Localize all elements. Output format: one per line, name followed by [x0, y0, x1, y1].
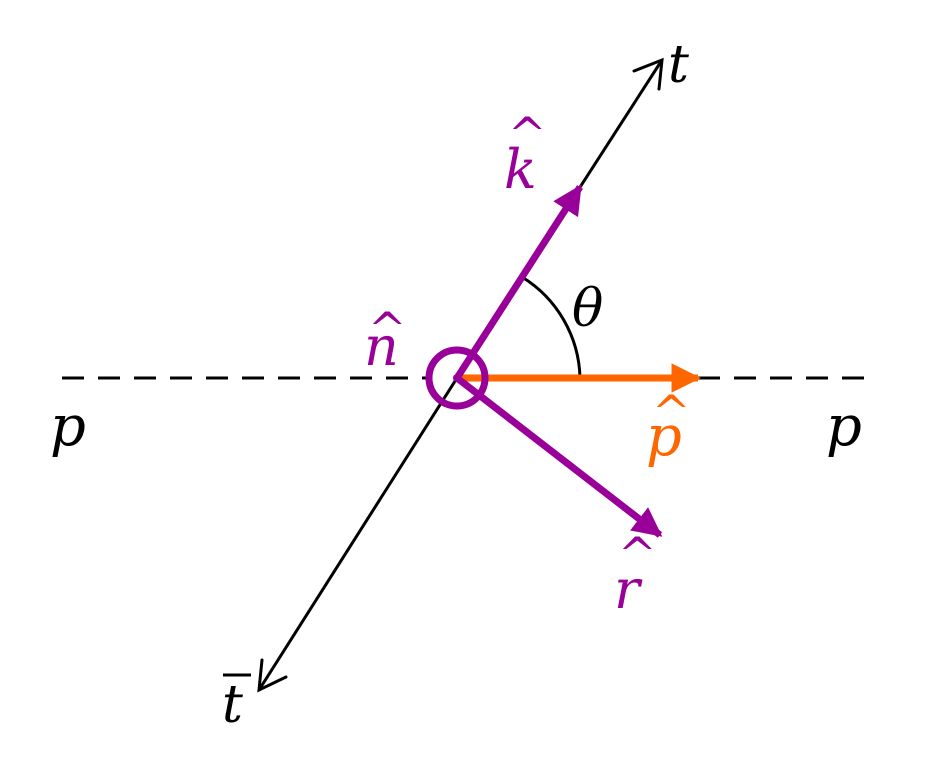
- k-hat-label: ^ k: [504, 107, 547, 201]
- antitop-arrowhead: [257, 658, 288, 693]
- anti-top-quark-label: t: [222, 673, 251, 735]
- p-hat-caret: ^: [652, 385, 691, 439]
- p-hat-letter: p: [646, 404, 682, 469]
- r-hat-letter: r: [614, 558, 643, 621]
- r-hat-caret: ^: [618, 527, 657, 581]
- k-hat-letter: k: [504, 138, 537, 201]
- r-hat-arrow: [454, 375, 663, 538]
- circle-out-of-plane-icon: [425, 346, 489, 410]
- proton-right-label: p: [826, 394, 862, 459]
- k-hat-caret: ^: [508, 107, 547, 161]
- r-hat-label: ^ r: [614, 527, 657, 621]
- n-hat-label: ^ n: [364, 302, 407, 378]
- top-arrowhead: [632, 57, 664, 91]
- antitop-quark-axis: [257, 377, 459, 691]
- n-hat-caret: ^: [368, 302, 407, 356]
- p-hat-label: ^ p: [646, 385, 691, 469]
- top-quark-label: t: [668, 35, 689, 95]
- proton-left-label: p: [50, 394, 86, 459]
- theta-arc: [521, 275, 582, 379]
- anti-top-letter: t: [222, 675, 243, 735]
- k-hat-arrow: [454, 184, 583, 380]
- theta-label: θ: [572, 279, 603, 339]
- n-hat-letter: n: [364, 315, 399, 378]
